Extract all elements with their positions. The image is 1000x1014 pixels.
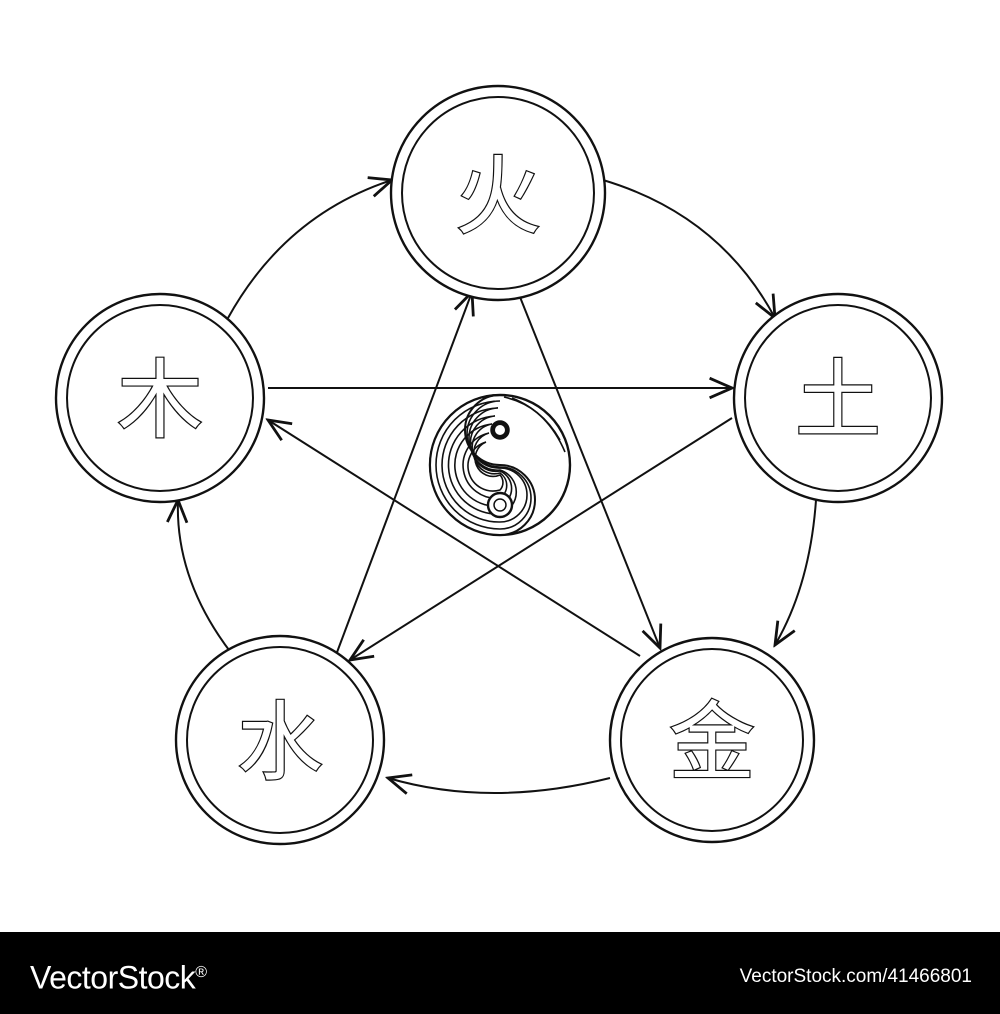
yin-yang-icon [428, 393, 572, 537]
logo-text: VectorStock [30, 959, 196, 996]
element-node-top: 火 [389, 84, 607, 302]
element-glyph-left: 木 [117, 351, 203, 451]
controlling-cycle [268, 292, 732, 660]
arc-right-to-bottom-right [775, 499, 817, 645]
element-node-right: 土 [732, 292, 944, 504]
element-node-left: 木 [54, 292, 266, 504]
generating-cycle [178, 179, 817, 793]
element-node-bottom-left: 水 [174, 634, 386, 846]
watermark-footer: VectorStock® VectorStock.com/41466801 [0, 932, 1000, 1014]
element-glyph-right: 土 [795, 351, 881, 451]
star-line-bottom-left-to-top [335, 292, 472, 656]
image-id-text: VectorStock.com/41466801 [739, 966, 972, 987]
arc-top-to-right [602, 179, 775, 318]
element-glyph-bottom-left: 水 [237, 693, 323, 793]
element-glyph-bottom-right: 金 [669, 693, 755, 793]
star-line-top-to-bottom-right [517, 291, 660, 648]
arc-left-to-top [227, 180, 392, 319]
logo-registered-mark: ® [195, 964, 207, 981]
star-line-bottom-right-to-left [268, 420, 641, 657]
element-node-bottom-right: 金 [608, 636, 816, 844]
arc-bottom-left-to-left [178, 500, 233, 655]
arc-bottom-right-to-bottom-left [388, 778, 611, 793]
star-line-right-to-bottom-left [350, 417, 733, 660]
five-elements-diagram: 火 土 金 水 木 [54, 84, 944, 846]
element-glyph-top: 火 [455, 147, 541, 247]
vectorstock-logo[interactable]: VectorStock® [30, 954, 207, 997]
